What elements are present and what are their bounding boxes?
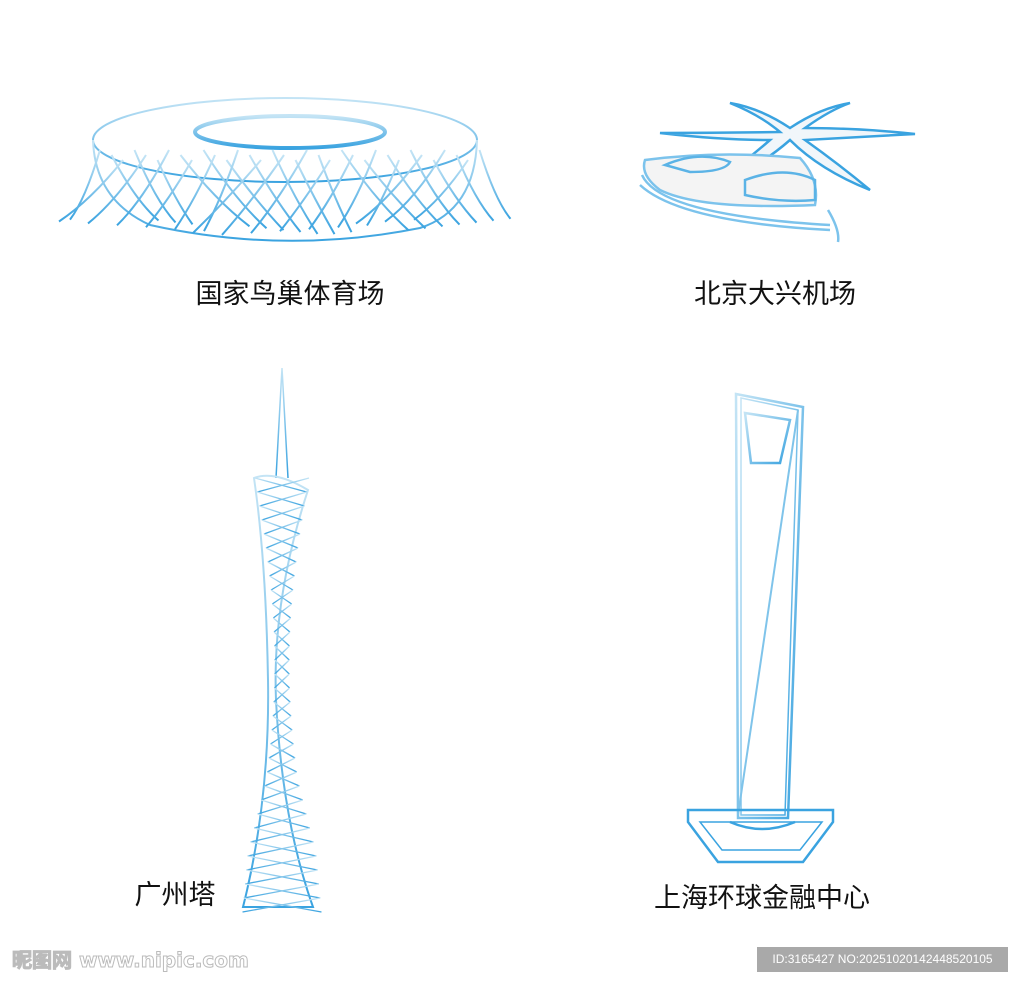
nest-lattice-line: [248, 154, 302, 233]
tower-lattice-line: [266, 771, 300, 787]
tower-lattice-line: [273, 673, 290, 689]
nest-lattice-line: [271, 149, 319, 235]
tower-lattice-line: [259, 491, 307, 507]
nest-lattice-line: [308, 154, 354, 230]
nest-lattice-line: [384, 149, 446, 223]
canton-tower-drawing: [241, 367, 322, 913]
tower-lattice-line: [267, 561, 295, 577]
tower-lattice-line: [261, 505, 305, 521]
nest-lattice-line: [317, 154, 353, 233]
tower-lattice-line: [273, 617, 292, 633]
tower-lattice-line: [269, 561, 297, 577]
tower-lattice-line: [268, 743, 294, 759]
tower-lattice-line: [263, 533, 299, 549]
tower-lattice-line: [266, 757, 296, 773]
tower-lattice-line: [245, 869, 318, 885]
tower-lattice-line: [272, 701, 291, 717]
nest-lattice-line: [337, 149, 377, 228]
nest-lattice-line: [432, 159, 478, 224]
tower-lattice-line: [257, 477, 310, 493]
tower-lattice-line: [272, 603, 293, 619]
tower-lattice-line: [271, 589, 294, 605]
tower-lattice-line: [274, 631, 291, 647]
tower-lattice-line: [259, 505, 303, 521]
nest-lattice-line: [294, 159, 336, 235]
tower-lattice-line: [264, 771, 298, 787]
tower-lattice-line: [261, 785, 300, 801]
tower-lattice-line: [254, 813, 307, 829]
tower-lattice-line: [270, 743, 296, 759]
nest-lattice-line: [116, 149, 170, 227]
tower-lattice-line: [264, 785, 303, 801]
nest-lattice-line: [366, 159, 400, 227]
tower-lattice-line: [257, 491, 305, 507]
nest-lattice-line: [340, 149, 410, 232]
swfc-label: 上海环球金融中心: [654, 883, 870, 914]
tower-lattice-line: [271, 715, 292, 731]
nest-lattice-line: [133, 149, 177, 224]
nest-lattice-line: [221, 154, 285, 236]
tower-lattice-line: [242, 897, 321, 913]
tower-lattice-line: [257, 813, 310, 829]
tower-lattice-line: [270, 729, 293, 745]
tower-lattice-line: [272, 715, 293, 731]
nest-lattice-line: [413, 159, 469, 221]
tower-lattice-line: [246, 855, 317, 871]
nipic-watermark: 昵图网 www.nipic.com: [12, 948, 250, 973]
tower-lattice-line: [254, 827, 314, 843]
birds-nest-label: 国家鸟巢体育场: [195, 279, 385, 310]
nest-lattice-line: [455, 154, 495, 222]
shanghai-world-financial-center-drawing: [686, 392, 835, 864]
nest-lattice-line: [386, 154, 444, 228]
tower-lattice-line: [263, 519, 303, 535]
tower-lattice-line: [273, 687, 291, 703]
nest-lattice-line: [203, 149, 239, 232]
tower-lattice-line: [250, 827, 310, 843]
daxing-airport-label: 北京大兴机场: [694, 279, 856, 310]
tower-lattice-line: [265, 547, 297, 563]
nest-lattice-line: [478, 149, 512, 220]
canton-tower-label: 广州塔: [134, 880, 216, 911]
nest-lattice-line: [192, 159, 262, 234]
tower-lattice-line: [243, 883, 319, 899]
nest-lattice-line: [174, 154, 216, 230]
tower-lattice-line: [265, 533, 301, 549]
tower-lattice-line: [274, 659, 290, 675]
nest-lattice-line: [279, 159, 331, 232]
tower-lattice-line: [269, 575, 294, 591]
birds-nest-stadium-drawing: [58, 97, 512, 242]
tower-lattice-line: [274, 645, 290, 661]
tower-lattice-line: [247, 841, 314, 857]
nest-lattice-line: [250, 149, 308, 234]
tower-lattice-line: [268, 757, 298, 773]
nest-lattice-line: [409, 149, 461, 226]
daxing-airport-drawing: [639, 101, 916, 243]
nest-lattice-line: [87, 154, 147, 225]
nest-lattice-line: [145, 159, 193, 228]
image-id-badge: ID:3165427 NO:20251020142448520105: [757, 947, 1008, 972]
nest-lattice-line: [179, 154, 251, 228]
tower-lattice-line: [271, 729, 294, 745]
nest-lattice-line: [363, 159, 427, 230]
tower-lattice-line: [261, 519, 301, 535]
tower-lattice-line: [261, 799, 307, 815]
nest-lattice-line: [355, 154, 423, 225]
tower-lattice-line: [257, 799, 303, 815]
nest-lattice-line: [69, 149, 101, 221]
nest-lattice-line: [58, 159, 124, 223]
tower-lattice-line: [267, 547, 299, 563]
tower-lattice-line: [270, 589, 293, 605]
tower-lattice-line: [270, 575, 295, 591]
